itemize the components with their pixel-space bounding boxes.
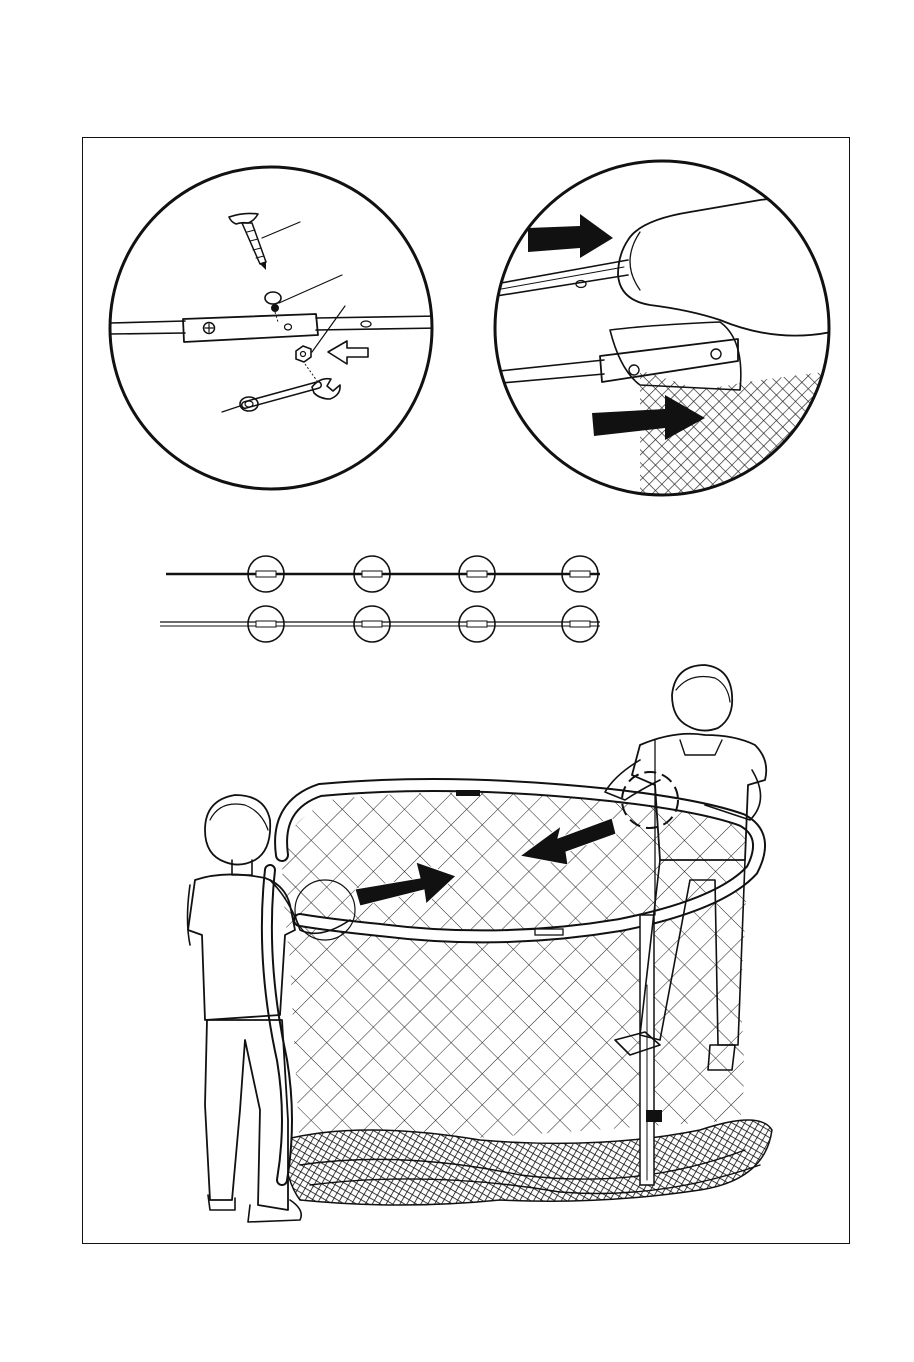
detail-circle-border <box>110 167 432 489</box>
bolt-icon <box>229 213 300 270</box>
joint-sleeve-r1-3 <box>467 571 487 577</box>
detail-bolt-assembly <box>110 167 440 489</box>
two-person-net-frame-scene <box>188 665 773 1222</box>
wrench-icon <box>222 379 340 412</box>
joint-sleeve-r2-2 <box>362 621 382 627</box>
connector-sleeve <box>183 314 318 342</box>
solid-arrow-icon <box>528 214 613 258</box>
frame-tube-upper <box>490 260 628 297</box>
frame-tube-right <box>316 316 440 330</box>
joint-sleeve-r2-4 <box>570 621 590 627</box>
joint-markers <box>248 556 598 642</box>
frame-tube-left <box>110 321 185 334</box>
pole-joint-diagram <box>160 556 600 642</box>
joint-sleeve-r1-2 <box>362 571 382 577</box>
joint-sleeve-r1-1 <box>256 571 276 577</box>
joint-sleeve-r1-4 <box>570 571 590 577</box>
net-mesh <box>282 793 747 1151</box>
joint-sleeve-r2-1 <box>256 621 276 627</box>
joint-sleeve-r2-3 <box>467 621 487 627</box>
foam-padding <box>618 198 840 336</box>
detail-sleeve-insertion <box>490 161 840 500</box>
hollow-arrow-icon <box>328 341 368 364</box>
